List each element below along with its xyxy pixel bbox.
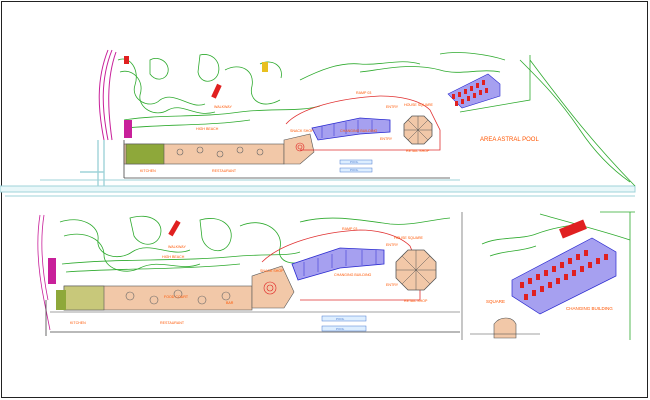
magenta-block-top [124,120,132,138]
shore-curves-bottom [37,214,51,331]
road-top [0,185,636,193]
label-entry-a-top: ENTRY [386,105,399,109]
label-pool-b-bottom: POOL [336,327,345,331]
label-square-inset: SQUARE [486,299,505,304]
label-changing-building-top: CHANGING BUILDING [340,129,378,133]
label-ramp-top: RAMP 03 [356,91,371,95]
label-bar-bottom: BAR [226,301,234,305]
shore-curves-top [98,49,117,141]
pools-top [339,159,373,173]
pools-bottom [321,315,367,332]
changing-rows-top [321,120,373,138]
changing-building-top [311,117,391,141]
label-entry-b-bottom: ENTRY [386,283,399,287]
detail-inset: SQUARE CHANGING BUILDING [470,211,635,340]
label-pool-b-top: POOL [350,168,359,172]
circulation-outline-top [285,95,441,151]
label-entry-b-top: ENTRY [380,137,393,141]
label-house-square-top: HOUSE SQUARE [404,103,434,107]
circulation-outline-bottom [261,229,421,301]
walkway-marker-top [211,83,222,99]
pool-boundary-top [459,55,636,187]
label-walkway-top: WALKWAY [214,105,232,109]
label-walkway-bottom: WALKWAY [168,245,186,249]
contours-top [117,52,631,183]
label-restaurant-top: RESTAURANT [212,169,237,173]
changing-building-bottom [291,247,385,281]
circles-bottom [125,281,277,305]
walkway-marker-bottom [168,220,181,237]
site-plan-bottom: WALKWAY HIGH BEACH RAMP 03 ENTRY HOUSE S… [37,214,460,336]
label-restaurant-bottom: RESTAURANT [160,321,185,325]
label-pool-a-top: POOL [350,160,359,164]
left-road-top [80,140,105,186]
kitchen-block-bottom [63,285,105,311]
parking-marker-top [262,62,268,72]
changing-rows-bottom [303,250,377,276]
label-high-beach-bottom: HIGH BEACH [162,255,185,259]
label-high-beach-top: HIGH BEACH [196,127,219,131]
label-food-court-bottom: FOOD COURT [164,295,189,299]
label-changing-building-inset: CHANGING BUILDING [566,306,613,311]
label-pool-a-bottom: POOL [336,317,345,321]
circles-top [176,142,305,158]
site-plan-top: WALKWAY HIGH BEACH RAMP 03 ENTRY HOUSE S… [0,49,636,193]
label-ramp-bottom: RAMP 03 [342,227,357,231]
label-changing-building-bottom: CHANGING BUILDING [334,273,372,277]
label-entry-a-bottom: ENTRY [386,243,399,247]
label-snack-shop-bottom: SNACK SHOP [260,269,284,273]
inset-parking [511,219,617,315]
inset-bottom-arc [493,317,517,339]
magenta-block-bottom [48,258,56,284]
octagon-spokes-top [404,116,432,144]
label-area-astral-pool: AREA ASTRAL POOL [480,137,539,143]
label-snack-shop-top: SNACK SHOP [290,129,314,133]
octagon-spokes-bottom [396,250,436,290]
label-house-square-bottom: HOUSE SQUARE [394,236,424,240]
label-retail-shop-bottom: RETAIL SHOP [404,299,428,303]
parking-top [447,73,501,109]
north-marker-top [124,56,129,64]
label-retail-shop-top: RETAIL SHOP [406,149,430,153]
kitchen-block-top [125,143,165,165]
label-kitchen-top: KITCHEN [140,169,156,173]
label-kitchen-bottom: KITCHEN [70,321,86,325]
olive-block-bottom [56,290,66,310]
